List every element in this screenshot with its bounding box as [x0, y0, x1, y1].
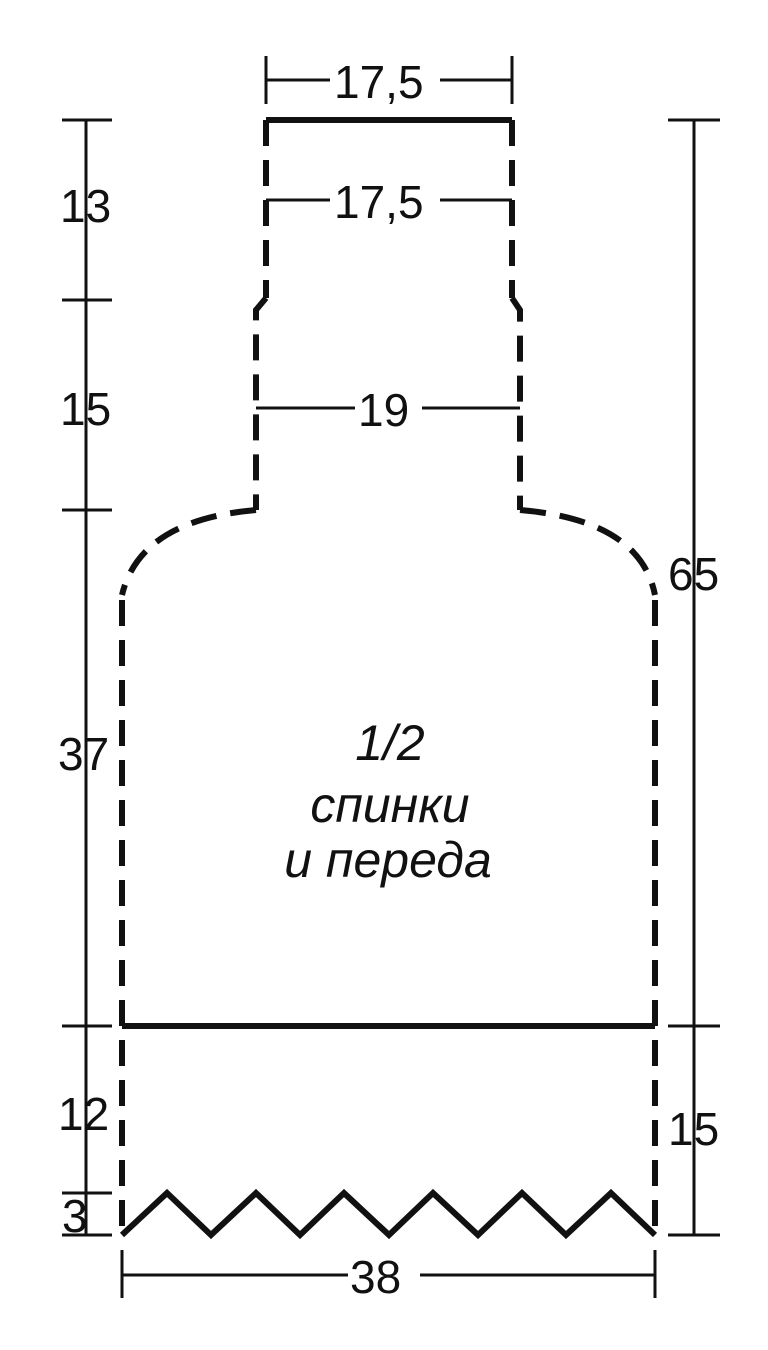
bottom-width-dimension	[120, 1250, 657, 1298]
title-line-1: 1/2	[355, 715, 425, 771]
yoke-right-side	[509, 296, 523, 510]
top-width-dimension	[264, 56, 514, 104]
shoulder-left-curve	[119, 507, 257, 596]
dim-left-37: 37	[58, 728, 109, 780]
right-dimension-axis	[668, 118, 720, 1237]
dim-left-3: 3	[62, 1190, 88, 1242]
title-line-3: и переда	[284, 832, 492, 888]
dim-left-13: 13	[60, 180, 111, 232]
title-line-2: спинки	[310, 777, 469, 833]
dim-right-65: 65	[668, 548, 719, 600]
yoke-left-side	[253, 296, 269, 510]
dim-right-15: 15	[668, 1103, 719, 1155]
dim-neck-width: 17,5	[334, 176, 424, 228]
dim-bottom-width: 38	[350, 1251, 401, 1303]
left-dimension-axis	[62, 118, 112, 1237]
dim-left-12: 12	[58, 1088, 109, 1140]
dim-shoulder-width: 19	[358, 384, 409, 436]
shoulder-right-curve	[519, 507, 658, 596]
dim-top-width: 17,5	[334, 56, 424, 108]
dim-left-15: 15	[60, 383, 111, 435]
garment-outline	[119, 117, 658, 1240]
zigzag-hem	[119, 1188, 658, 1240]
